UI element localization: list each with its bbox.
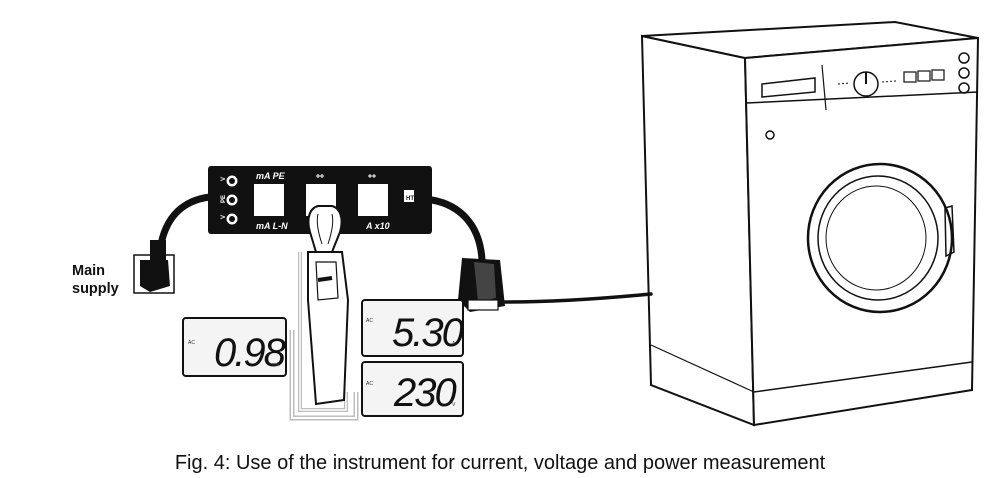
adapter-label-ma-ln: mA L-N [256,221,288,231]
window-ma-pe [254,184,284,216]
display-leakage-value: 0.98 [214,331,287,375]
figure-caption: Fig. 4: Use of the instrument for curren… [174,452,826,474]
jack-label-v-bottom: V [221,215,227,219]
display-leakage-mode: AC [188,340,195,346]
main-supply-label-line2: supply [72,281,119,297]
clamp-meter [289,205,359,421]
appliance-plug [458,258,505,312]
main-supply-plug [133,240,175,294]
display-leakage-unit: mA [272,362,280,368]
adapter-label-a-x10: A x10 [365,221,390,231]
main-supply-label: Main supply [72,262,119,298]
display-current-value: 5.30 [392,311,464,355]
measurement-adapter [208,166,432,234]
washing-machine [640,20,980,427]
display-voltage-value: 230 [393,371,456,415]
display-leakage: AC 0.98 mA [182,317,289,377]
main-supply-label-line1: Main [72,263,106,279]
display-current-unit: A [452,341,456,347]
display-current: AC 5.30 A [361,299,466,357]
display-voltage-mode: AC [366,381,373,387]
window-a-x10 [358,184,388,216]
adapter-logo: HT [406,196,414,202]
jack-label-pe: PE [221,195,227,203]
display-voltage-unit: V [452,402,456,408]
display-voltage: AC 230 V [361,361,464,417]
jack-label-v-top: V [221,177,227,181]
display-current-mode: AC [366,318,373,324]
adapter-label-ma-pe: mA PE [256,171,286,181]
